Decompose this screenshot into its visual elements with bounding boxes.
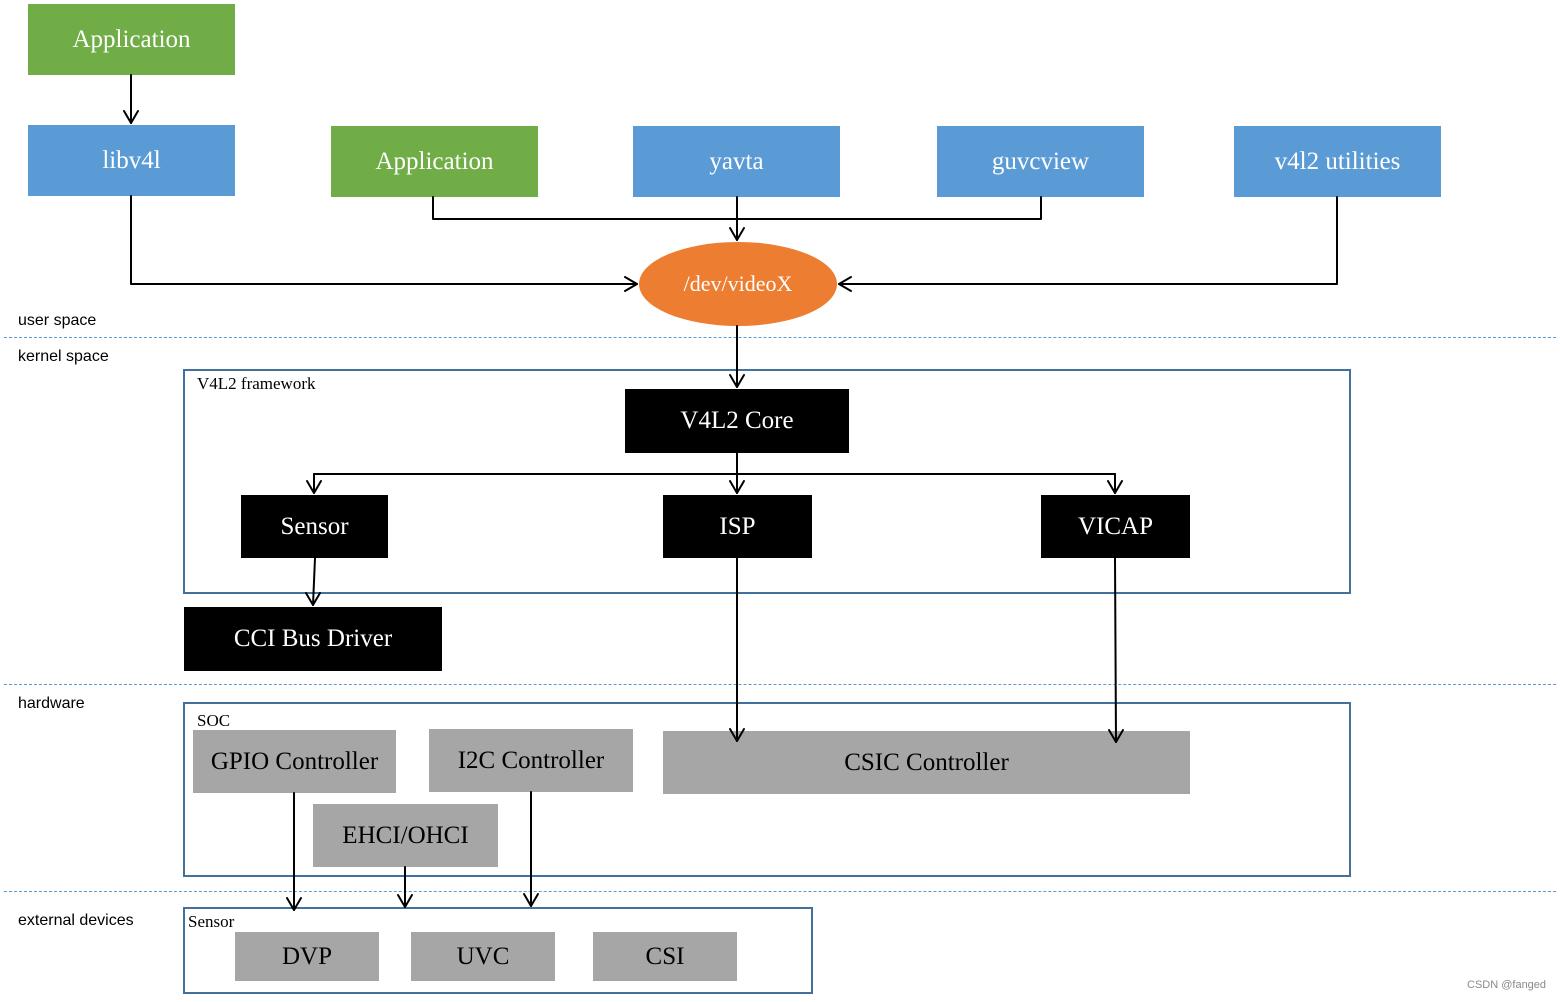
ehci-ohci-box: EHCI/OHCI <box>313 804 498 867</box>
hardware-label: hardware <box>18 695 85 712</box>
external-sensor-frame <box>183 907 813 994</box>
v4l2-core-box: V4L2 Core <box>625 389 849 453</box>
guvcview-box: guvcview <box>937 126 1144 197</box>
external-sensor-label: Sensor <box>188 912 235 931</box>
isp-driver-box: ISP <box>663 495 812 558</box>
hardware-external-divider <box>4 891 1556 892</box>
user-space-label: user space <box>18 312 97 329</box>
connector-libv4l-devvideo <box>130 195 638 285</box>
user-kernel-divider <box>4 337 1556 338</box>
libv4l-box: libv4l <box>28 125 235 196</box>
cci-bus-driver-box: CCI Bus Driver <box>184 607 442 671</box>
soc-frame <box>183 702 1351 877</box>
arrowhead-i2c-external <box>523 893 539 907</box>
connector-application-merge <box>432 196 1042 220</box>
application-top-box: Application <box>28 4 235 75</box>
application-box: Application <box>331 126 538 197</box>
dvp-box: DVP <box>235 932 379 981</box>
arrowhead-devvideo-right <box>838 276 852 292</box>
external-devices-label: external devices <box>18 912 134 929</box>
connector-v4l2utils-devvideo <box>838 196 1338 285</box>
i2c-controller-box: I2C Controller <box>429 729 633 792</box>
arrowhead-cci <box>305 592 321 606</box>
gpio-controller-box: GPIO Controller <box>193 730 396 793</box>
arrowhead-ehci-external <box>397 894 413 908</box>
arrowhead-libv4l <box>123 110 139 124</box>
v4l2-framework-frame <box>183 369 1351 594</box>
sensor-driver-box: Sensor <box>241 495 388 558</box>
csi-box: CSI <box>593 932 737 981</box>
csdn-watermark: CSDN @fanged <box>1467 979 1547 991</box>
soc-label: SOC <box>197 711 231 730</box>
kernel-hardware-divider <box>4 684 1556 685</box>
csic-controller-box: CSIC Controller <box>663 731 1190 794</box>
v4l2-utilities-box: v4l2 utilities <box>1234 126 1441 197</box>
kernel-space-label: kernel space <box>18 348 109 365</box>
arrowhead-devvideo-top <box>729 227 745 241</box>
yavta-box: yavta <box>633 126 840 197</box>
vicap-driver-box: VICAP <box>1041 495 1190 558</box>
arrowhead-devvideo-left <box>624 276 638 292</box>
uvc-box: UVC <box>411 932 555 981</box>
dev-videox-node: /dev/videoX <box>639 242 837 326</box>
v4l2-framework-label: V4L2 framework <box>197 374 316 393</box>
